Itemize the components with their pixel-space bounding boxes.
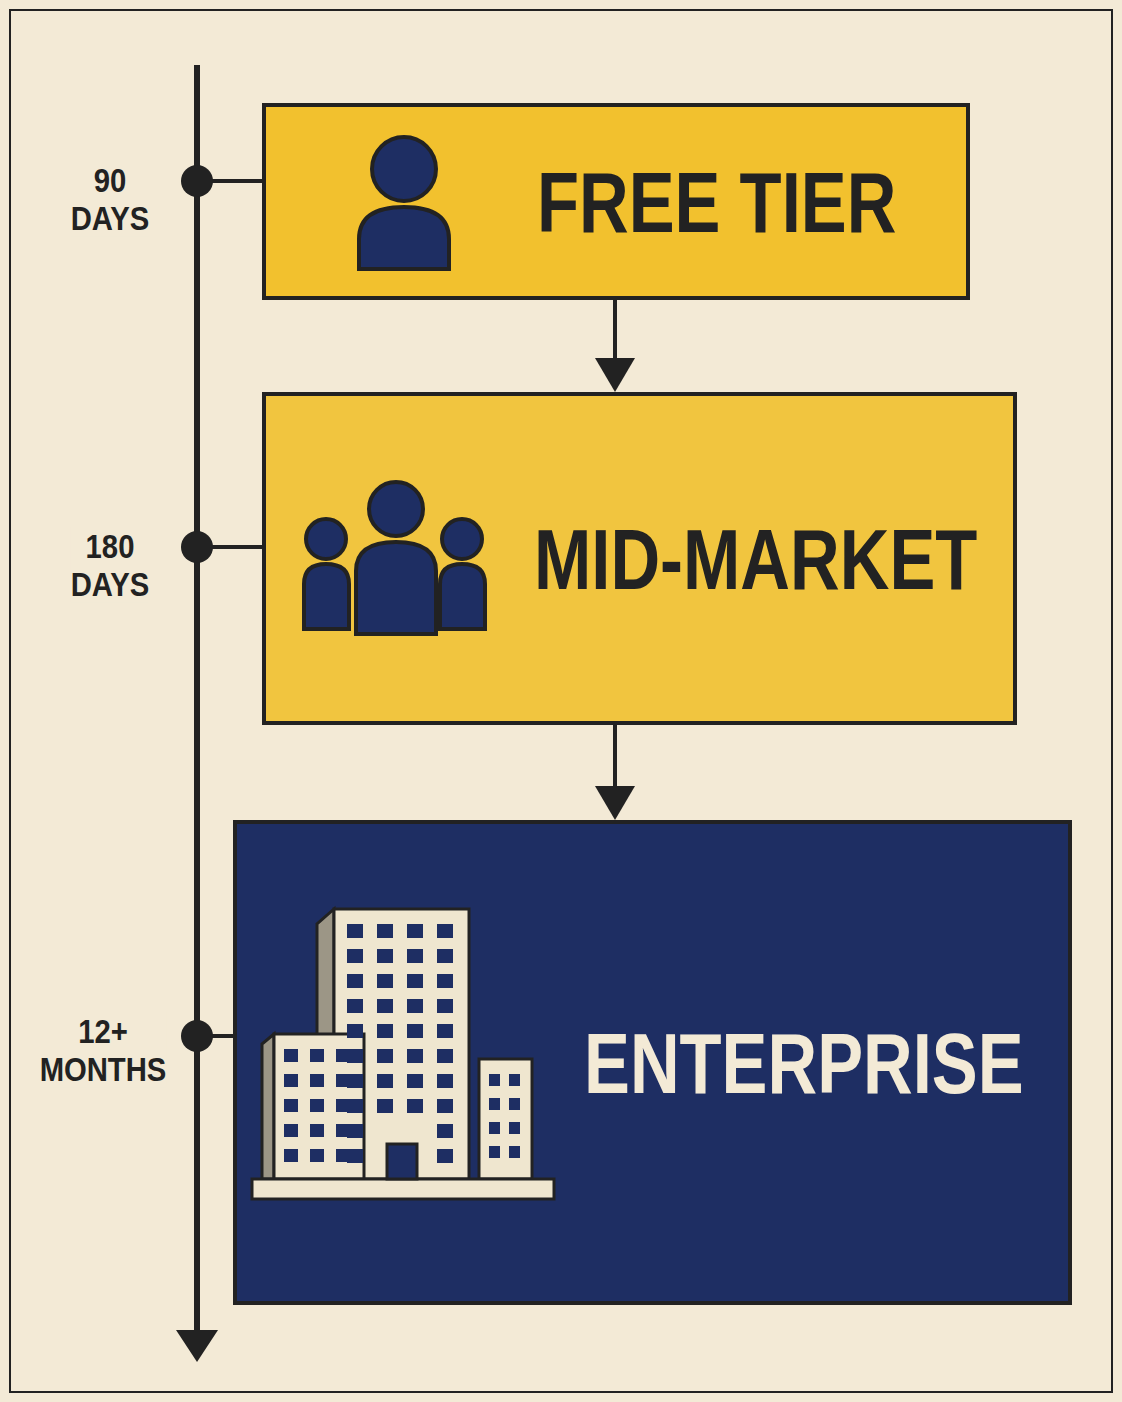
flow-arrow	[595, 725, 635, 820]
time-label: 12+ MONTHS	[40, 1012, 167, 1088]
timeline-dot	[181, 531, 213, 563]
tier-box: ENTERPRISE	[233, 820, 1072, 1305]
frame	[10, 10, 1112, 1392]
tier-title: FREE TIER	[537, 159, 896, 245]
timeline-dot	[181, 1020, 213, 1052]
timeline-axis	[194, 65, 200, 1340]
flow-arrow	[595, 300, 635, 392]
time-label: 180 DAYS	[71, 527, 150, 603]
person-icon	[266, 107, 516, 304]
group-icon	[266, 396, 516, 729]
timeline-arrowhead	[176, 1330, 218, 1362]
building-icon	[237, 824, 577, 1224]
tier-box: FREE TIER	[262, 103, 970, 300]
tier-title: MID-MARKET	[534, 516, 977, 602]
tier-title: ENTERPRISE	[584, 1020, 1024, 1106]
time-label: 90 DAYS	[71, 161, 150, 237]
timeline-dot	[181, 165, 213, 197]
tier-box: MID-MARKET	[262, 392, 1017, 725]
